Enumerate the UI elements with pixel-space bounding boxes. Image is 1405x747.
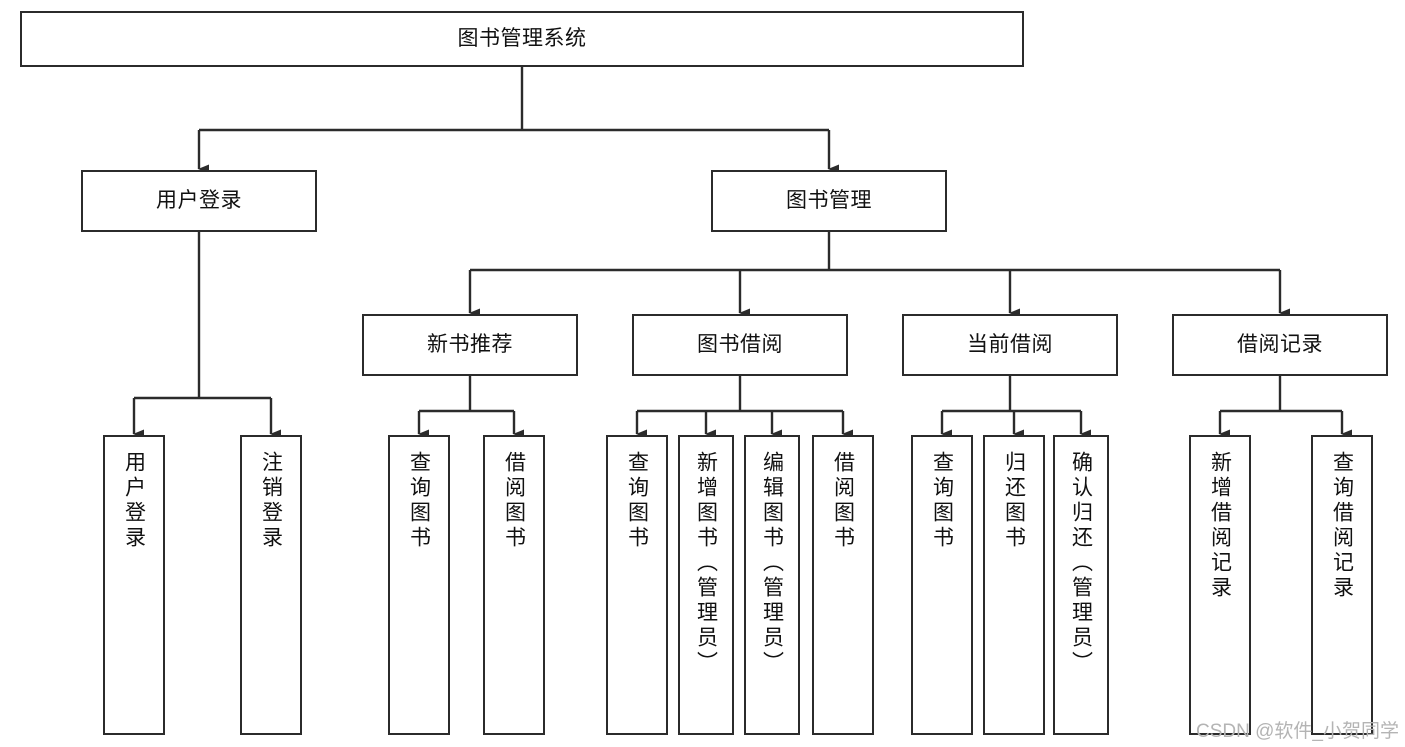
node-label: 新增图书（管理员） — [694, 451, 718, 676]
csdn-watermark: CSDN @软件_小贺同学 — [1196, 721, 1399, 742]
node-leaf-add-book: 新增图书（管理员） — [678, 435, 734, 735]
node-label: 图书借阅 — [697, 333, 783, 357]
node-book-borrow: 图书借阅 — [632, 314, 848, 376]
node-user-login: 用户登录 — [81, 170, 317, 232]
node-label: 注销登录 — [259, 451, 283, 551]
node-label: 查询图书 — [930, 451, 954, 551]
node-label: 用户登录 — [156, 189, 242, 213]
node-leaf-query-record: 查询借阅记录 — [1311, 435, 1373, 735]
node-label: 用户登录 — [122, 451, 146, 551]
node-leaf-return-book: 归还图书 — [983, 435, 1045, 735]
node-leaf-edit-book: 编辑图书（管理员） — [744, 435, 800, 735]
node-label: 当前借阅 — [967, 333, 1053, 357]
node-leaf-query-book-3: 查询图书 — [911, 435, 973, 735]
node-new-book-rec: 新书推荐 — [362, 314, 578, 376]
node-label: 借阅图书 — [831, 451, 855, 551]
node-current-borrow: 当前借阅 — [902, 314, 1118, 376]
node-borrow-record: 借阅记录 — [1172, 314, 1388, 376]
node-label: 借阅图书 — [502, 451, 526, 551]
node-label: 图书管理系统 — [457, 27, 587, 51]
node-label: 查询图书 — [407, 451, 431, 551]
node-leaf-logout: 注销登录 — [240, 435, 302, 735]
node-label: 图书管理 — [786, 189, 872, 213]
node-label: 归还图书 — [1002, 451, 1026, 551]
node-leaf-borrow-book-1: 借阅图书 — [483, 435, 545, 735]
node-leaf-query-book-2: 查询图书 — [606, 435, 668, 735]
node-label: 查询图书 — [625, 451, 649, 551]
node-leaf-confirm-return: 确认归还（管理员） — [1053, 435, 1109, 735]
node-label: 查询借阅记录 — [1330, 451, 1354, 601]
node-book-manage: 图书管理 — [711, 170, 947, 232]
node-leaf-user-login: 用户登录 — [103, 435, 165, 735]
node-label: 确认归还（管理员） — [1069, 451, 1093, 676]
node-leaf-borrow-book-2: 借阅图书 — [812, 435, 874, 735]
node-label: 新增借阅记录 — [1208, 451, 1232, 601]
node-label: 新书推荐 — [427, 333, 513, 357]
node-label: 编辑图书（管理员） — [760, 451, 784, 676]
node-leaf-add-record: 新增借阅记录 — [1189, 435, 1251, 735]
node-root: 图书管理系统 — [20, 11, 1024, 67]
node-leaf-query-book-1: 查询图书 — [388, 435, 450, 735]
node-label: 借阅记录 — [1237, 333, 1323, 357]
